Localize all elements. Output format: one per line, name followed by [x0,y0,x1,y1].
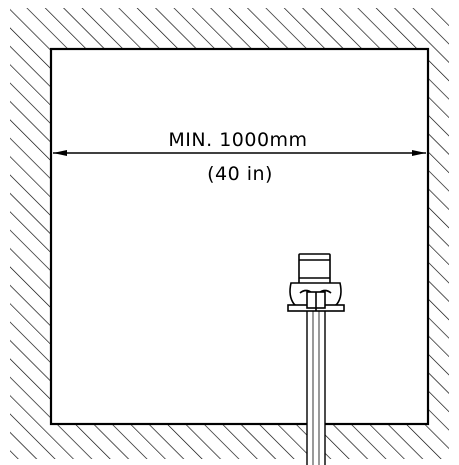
clearance-box [49,47,430,426]
dimension-label-mm: MIN. 1000mm [168,129,307,151]
dimension-label-in: (40 in) [207,163,273,185]
valve-fixture-icon [287,253,345,312]
pipe [306,300,326,465]
